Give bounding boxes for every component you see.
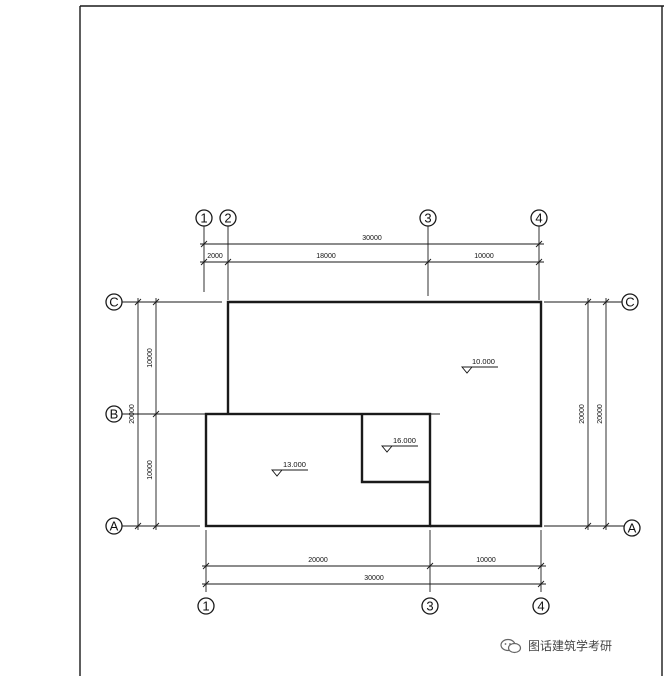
left-axis-bubbles: C B A bbox=[105, 293, 123, 535]
lower-roof-outline bbox=[204, 412, 432, 528]
axis-label-left-C: C bbox=[109, 295, 118, 310]
dim-bottom-seg-2: 10000 bbox=[476, 557, 496, 564]
right-axis-bubbles: C A bbox=[621, 293, 641, 537]
elevation-upper-roof: 10.000 bbox=[472, 357, 495, 366]
right-dimension-chain: 20000 20000 bbox=[579, 298, 610, 530]
left-dimension-chain: 20000 10000 10000 bbox=[129, 298, 160, 530]
dim-top-total: 30000 bbox=[362, 235, 382, 242]
bottom-axis-leaders bbox=[205, 530, 542, 592]
elevation-triangle-icon bbox=[271, 469, 283, 477]
axis-label-bottom-3: 3 bbox=[426, 599, 433, 614]
watermark: 图话建筑学考研 bbox=[500, 637, 612, 654]
dim-bottom-total: 30000 bbox=[364, 575, 384, 582]
dim-right-inner: 20000 bbox=[597, 404, 604, 424]
dim-left-seg-1: 10000 bbox=[147, 348, 154, 368]
wechat-icon bbox=[500, 638, 522, 653]
dim-bottom-seg-1: 20000 bbox=[308, 557, 328, 564]
upper-roof-outline bbox=[226, 300, 543, 528]
axis-label-right-A: A bbox=[628, 521, 637, 536]
building-outline bbox=[204, 300, 543, 528]
dim-top-seg-1: 2000 bbox=[207, 253, 223, 260]
watermark-text: 图话建筑学考研 bbox=[528, 639, 613, 653]
elevation-marker-lower: 13.000 bbox=[271, 460, 308, 477]
right-axis-leaders bbox=[544, 301, 624, 527]
top-axis-leaders bbox=[203, 226, 540, 300]
axis-label-left-A: A bbox=[110, 519, 119, 534]
elevation-marker-upper: 10.000 bbox=[461, 357, 498, 374]
axis-label-top-1: 1 bbox=[200, 211, 207, 226]
axis-label-top-2: 2 bbox=[224, 211, 231, 226]
axis-label-bottom-1: 1 bbox=[202, 599, 209, 614]
top-axis-bubbles: 1 2 3 4 bbox=[195, 209, 548, 227]
axis-label-top-3: 3 bbox=[424, 211, 431, 226]
dim-top-seg-2: 18000 bbox=[316, 253, 336, 260]
elevation-triangle-icon bbox=[461, 366, 473, 374]
bottom-dimension-chain: 20000 10000 30000 bbox=[202, 557, 546, 588]
elevation-triangle-icon bbox=[381, 445, 393, 453]
bottom-axis-bubbles: 1 3 4 bbox=[197, 597, 550, 615]
axis-label-left-B: B bbox=[110, 407, 119, 422]
axis-label-right-C: C bbox=[625, 295, 634, 310]
elevation-lower-roof: 13.000 bbox=[283, 460, 306, 469]
dim-right-total: 20000 bbox=[579, 404, 586, 424]
elevation-marker-raised: 16.000 bbox=[381, 436, 418, 453]
top-dimension-chain: 30000 2000 18000 10000 bbox=[200, 235, 544, 266]
axis-label-top-4: 4 bbox=[535, 211, 542, 226]
dim-left-total: 20000 bbox=[129, 404, 136, 424]
dim-top-seg-3: 10000 bbox=[474, 253, 494, 260]
elevation-raised-block: 16.000 bbox=[393, 436, 416, 445]
axis-label-bottom-4: 4 bbox=[537, 599, 544, 614]
dim-left-seg-2: 10000 bbox=[147, 460, 154, 480]
raised-block-outline bbox=[360, 414, 430, 484]
